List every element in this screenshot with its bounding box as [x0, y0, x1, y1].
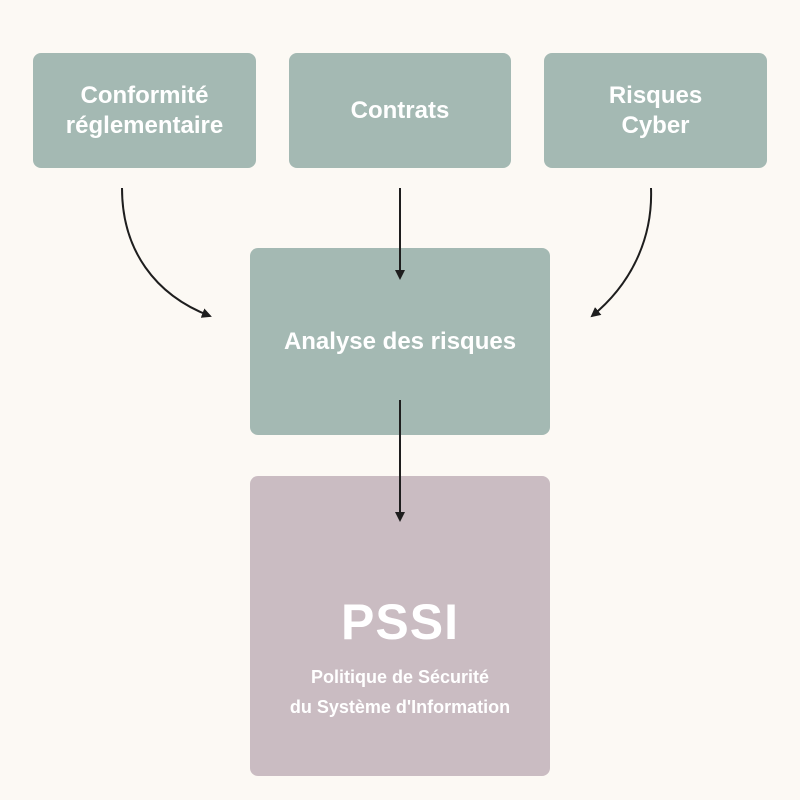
pssi-title: PSSI	[341, 594, 459, 650]
input-box-conformite: Conformité réglementaire	[33, 53, 256, 168]
input-box-risques-cyber: Risques Cyber	[544, 53, 767, 168]
arrow-conformite-to-analyse	[121, 187, 212, 318]
input-label-contrats: Contrats	[350, 96, 450, 124]
arrow-cyber-to-analyse	[590, 187, 653, 318]
pssi-subtitle: Politique de Sécurité du Système d'Infor…	[289, 667, 511, 717]
analysis-box: Analyse des risques	[250, 248, 550, 435]
input-label-conformite: Conformité réglementaire	[65, 81, 224, 139]
input-label-risques-cyber: Risques Cyber	[608, 81, 703, 139]
input-box-contrats: Contrats	[289, 53, 511, 168]
analysis-label: Analyse des risques	[283, 327, 517, 355]
pssi-box: PSSI Politique de Sécurité du Système d'…	[250, 476, 550, 776]
